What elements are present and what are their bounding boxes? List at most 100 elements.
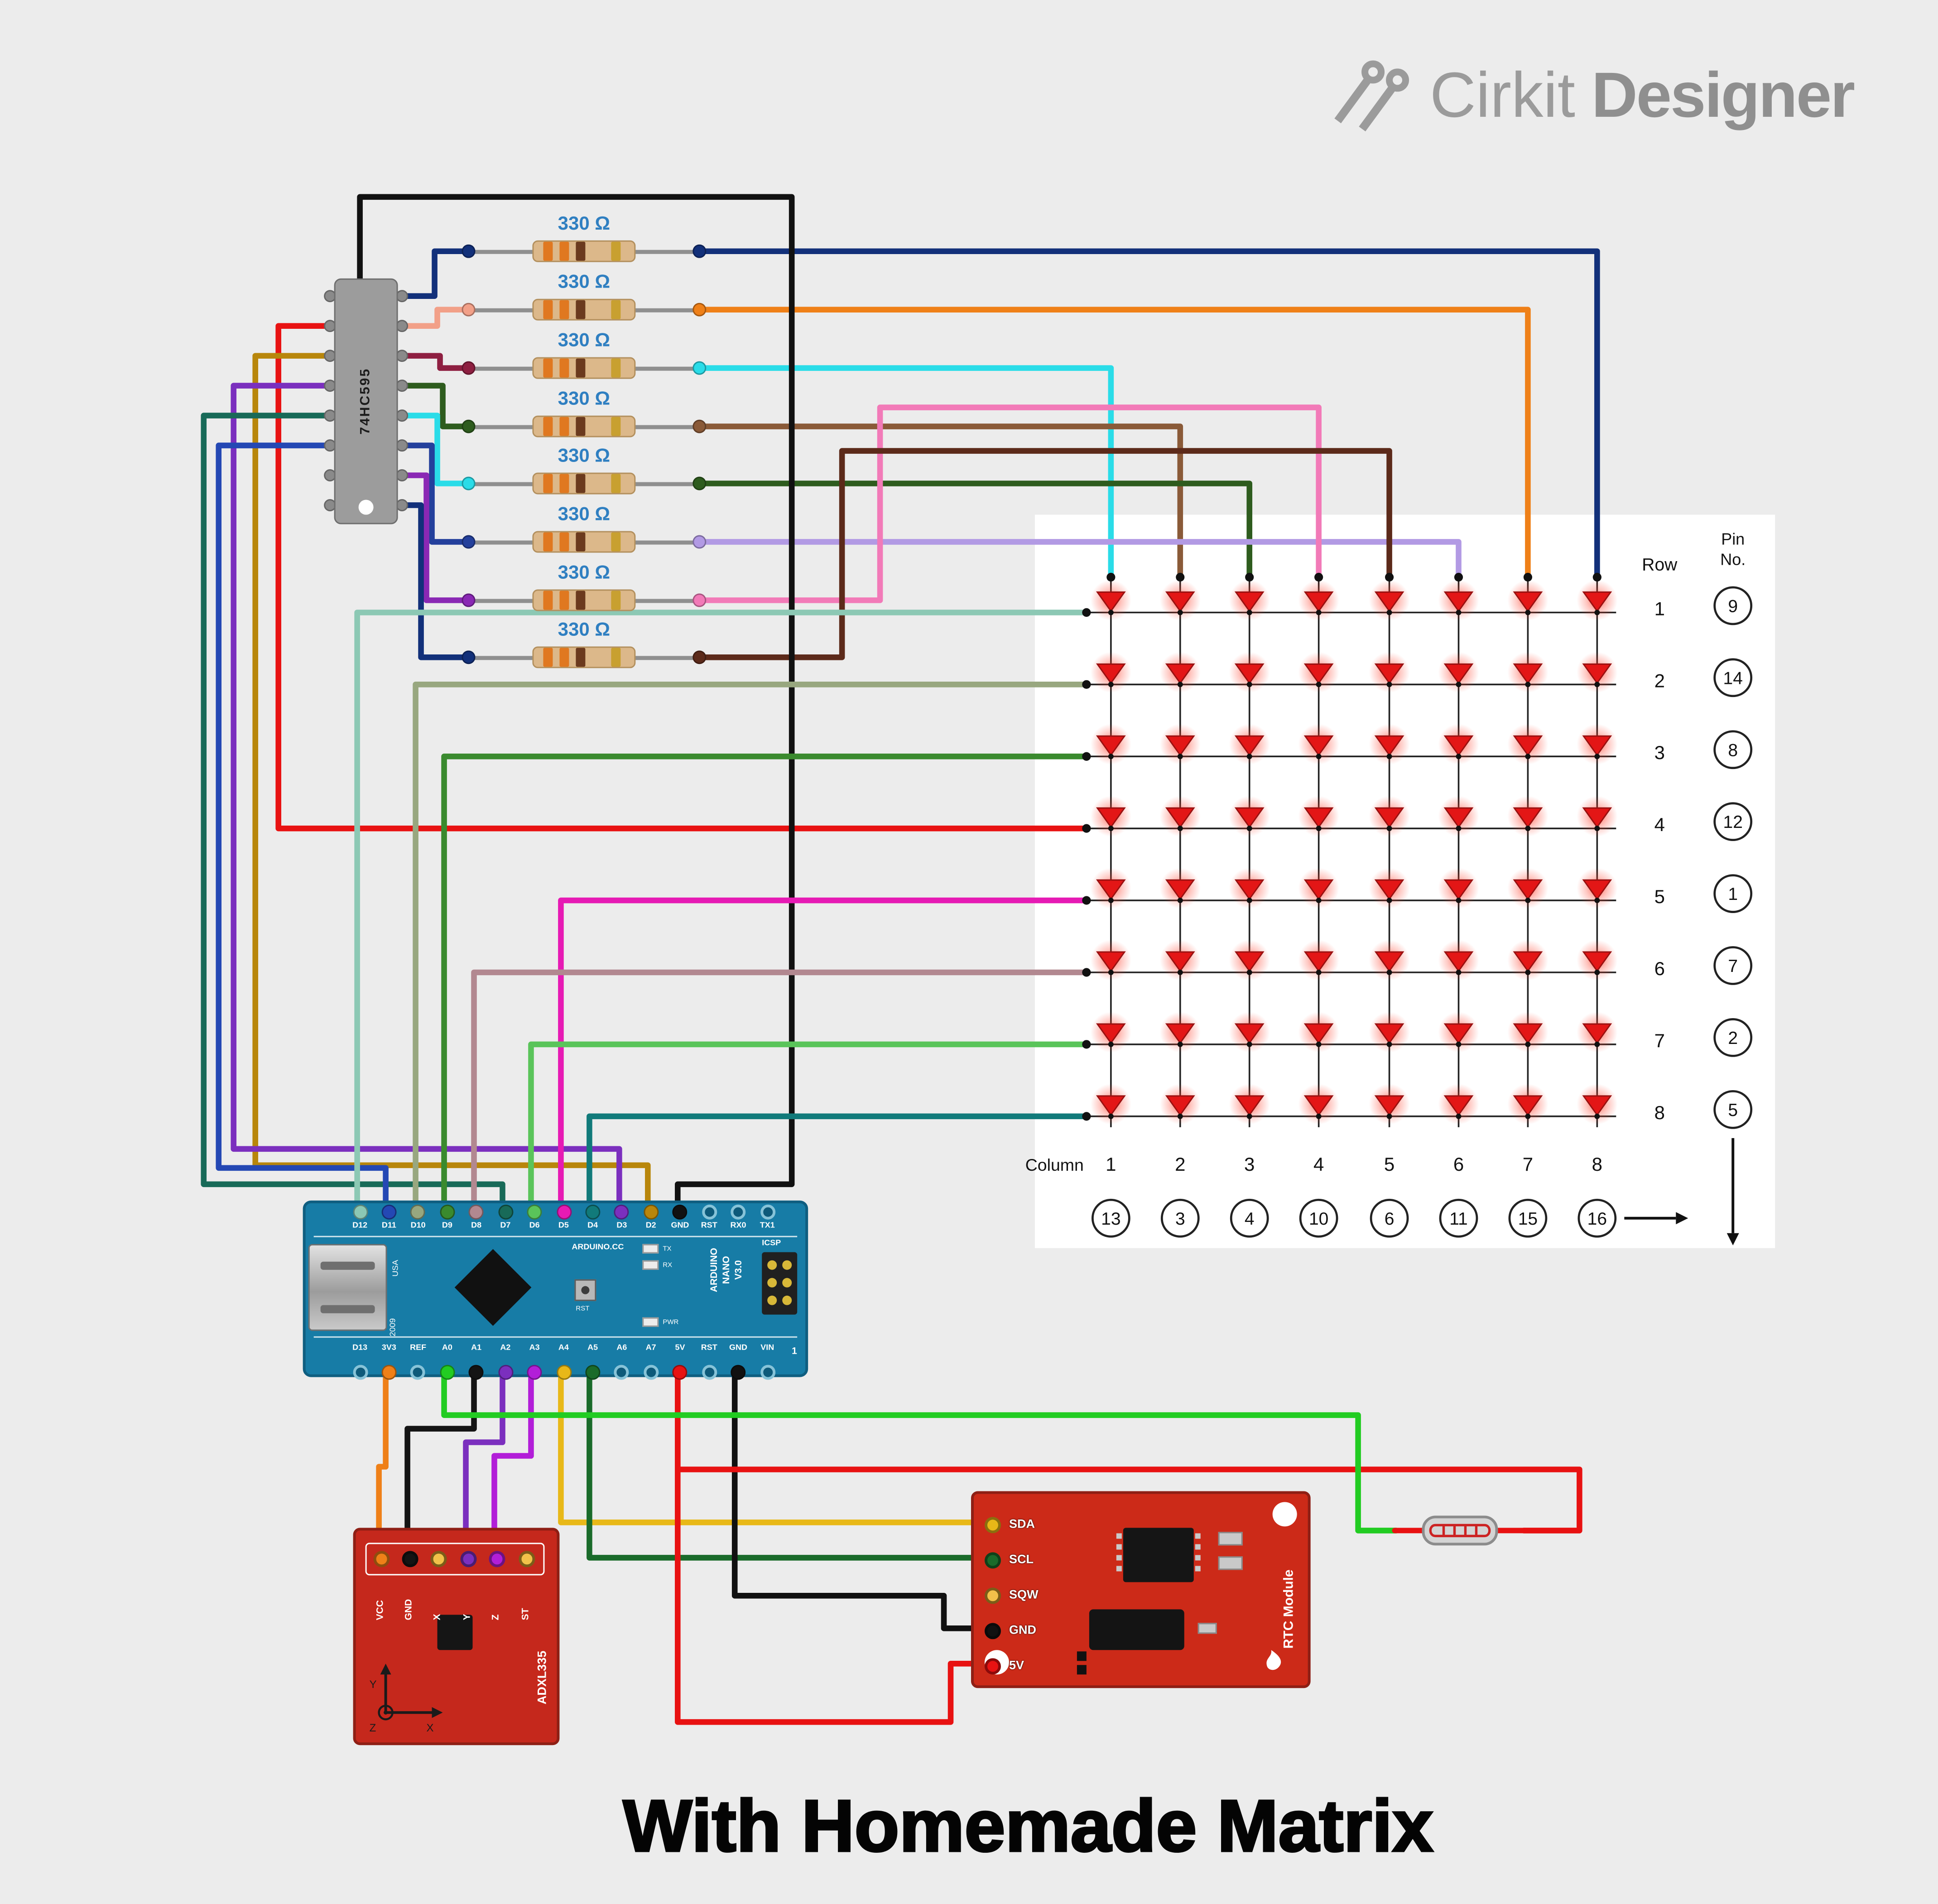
chip-pin: [396, 469, 409, 482]
shift-register-74hc595[interactable]: 74HC595: [334, 278, 398, 524]
resistor-330[interactable]: 330 Ω: [462, 618, 707, 668]
pin-RST[interactable]: [702, 1204, 717, 1219]
wire-col1: [696, 365, 1114, 580]
adxl-pin-Y[interactable]: [460, 1551, 477, 1567]
pin-RX0[interactable]: [731, 1204, 746, 1219]
pin-D10[interactable]: [410, 1204, 426, 1219]
wire-chip-d3: [231, 383, 622, 1212]
junction-dot: [1456, 826, 1462, 832]
column-pin-circle: [1091, 1198, 1130, 1238]
resistor-band: [543, 591, 553, 610]
resistor-330[interactable]: 330 Ω: [462, 270, 707, 321]
adxl-pin-ST[interactable]: [519, 1551, 535, 1567]
led: [1303, 663, 1334, 684]
pin-D6[interactable]: [527, 1204, 542, 1219]
pin-GND[interactable]: [672, 1204, 688, 1219]
row-pin-number: 14: [1723, 668, 1743, 688]
row-terminal-dot: [1082, 896, 1091, 905]
pin-D3[interactable]: [614, 1204, 630, 1219]
rtc-pin-SDA[interactable]: [984, 1516, 1001, 1533]
resistor-330[interactable]: 330 Ω: [462, 561, 707, 611]
resistor-band: [611, 300, 621, 319]
junction-dot: [1456, 682, 1462, 688]
resistor-330[interactable]: 330 Ω: [462, 444, 707, 495]
rx-led: [642, 1260, 659, 1270]
junction-dot: [1594, 682, 1600, 688]
column-number: 3: [1244, 1154, 1255, 1175]
junction-dot: [1594, 610, 1600, 615]
wire-col2: [696, 423, 1183, 580]
pin-A1[interactable]: [469, 1364, 484, 1380]
pin-A6[interactable]: [614, 1364, 630, 1380]
pin-label-D7: D7: [500, 1222, 511, 1231]
column-terminal-dot: [1176, 572, 1185, 582]
column-pin-number: 13: [1101, 1209, 1120, 1229]
resistor-terminal: [692, 303, 707, 317]
junction-dot: [1386, 826, 1392, 832]
silk-usa: USA: [392, 1260, 401, 1277]
row-pin-circle: [1713, 802, 1753, 841]
rtc-pin-SCL[interactable]: [984, 1551, 1001, 1568]
icsp-pin: [782, 1278, 792, 1288]
column-pin-circle: [1577, 1198, 1617, 1238]
rtc-pin-5V[interactable]: [984, 1657, 1001, 1674]
pin-D11[interactable]: [381, 1204, 397, 1219]
reset-button[interactable]: [574, 1279, 596, 1301]
pin-D13[interactable]: [352, 1364, 368, 1380]
rtc-pin-SQW[interactable]: [984, 1587, 1001, 1603]
column-number: 7: [1523, 1154, 1533, 1175]
row-pin-number: 5: [1728, 1101, 1738, 1120]
pin-REF[interactable]: [410, 1364, 426, 1380]
pin-RST[interactable]: [702, 1364, 717, 1380]
adxl-pin-VCC[interactable]: [373, 1551, 390, 1567]
junction-dot: [1108, 898, 1114, 904]
resistor-330[interactable]: 330 Ω: [462, 387, 707, 438]
arduino-nano-board[interactable]: USA 2009 ARDUINO.CC RST TX RX PWR ARDUIN…: [303, 1200, 808, 1380]
resistor-330[interactable]: 330 Ω: [462, 502, 707, 553]
pin-D5[interactable]: [556, 1204, 571, 1219]
led: [1374, 735, 1404, 756]
wire-row2: [413, 681, 1090, 1212]
pin-VIN[interactable]: [760, 1364, 775, 1380]
chip-pin: [396, 409, 409, 422]
pin-D8[interactable]: [469, 1204, 484, 1219]
adxl-pin-label-X: X: [433, 1614, 443, 1620]
pin-label-D3: D3: [616, 1222, 627, 1231]
pin-A5[interactable]: [585, 1364, 601, 1380]
rtc-pin-GND[interactable]: [984, 1622, 1001, 1639]
row-number: 1: [1654, 598, 1665, 619]
resistor-330[interactable]: 330 Ω: [462, 212, 707, 262]
pin-D4[interactable]: [585, 1204, 601, 1219]
pin-A3[interactable]: [527, 1364, 542, 1380]
adxl-pin-GND[interactable]: [402, 1551, 418, 1567]
pin-D12[interactable]: [352, 1204, 368, 1219]
pin-A4[interactable]: [556, 1364, 571, 1380]
smd-part: [1077, 1665, 1087, 1675]
junction-dot: [1386, 1113, 1392, 1119]
pin-A7[interactable]: [643, 1364, 659, 1380]
resistor-band: [611, 591, 621, 610]
led: [1234, 1023, 1265, 1044]
wire-5v-rtc: [675, 1366, 993, 1725]
resistor-body: [532, 298, 636, 321]
pin-A0[interactable]: [439, 1364, 455, 1380]
pin-GND[interactable]: [731, 1364, 746, 1380]
pin-D9[interactable]: [439, 1204, 455, 1219]
pin-5V[interactable]: [672, 1364, 688, 1380]
resistor-330[interactable]: 330 Ω: [462, 329, 707, 379]
pin-3V3[interactable]: [381, 1364, 397, 1380]
silk-brand: ARDUINO.CC: [572, 1244, 624, 1252]
pin-TX1[interactable]: [760, 1204, 775, 1219]
pin-A2[interactable]: [498, 1364, 513, 1380]
axis-indicator: Y X Z: [370, 1664, 443, 1734]
adxl-pin-Z[interactable]: [489, 1551, 505, 1567]
adxl-pin-X[interactable]: [430, 1551, 447, 1567]
resistor-value-label: 330 Ω: [558, 444, 611, 466]
pin-D7[interactable]: [498, 1204, 513, 1219]
pin-D2[interactable]: [643, 1204, 659, 1219]
photoresistor[interactable]: [1392, 1514, 1528, 1549]
junction-dot: [1246, 610, 1252, 615]
